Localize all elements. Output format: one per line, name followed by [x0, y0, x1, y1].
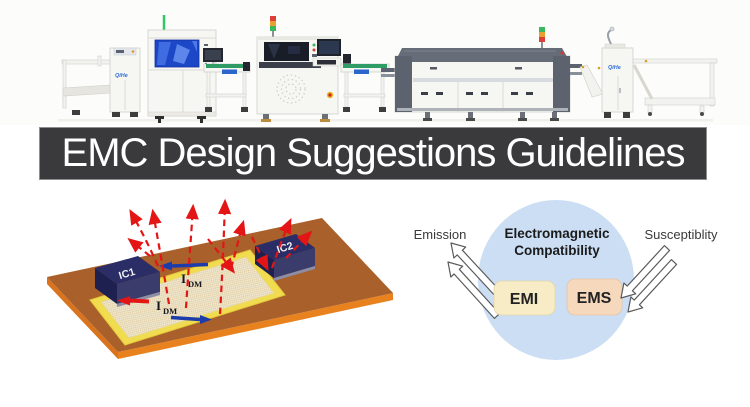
- diagrams-graphic: IC1 IC2: [47, 198, 718, 360]
- diagrams-band: IC1 IC2: [0, 182, 750, 407]
- machine-conveyor-station: conveyor station: [203, 48, 251, 112]
- idm-subscript: DM: [188, 279, 202, 289]
- floor-shadow: [58, 119, 713, 122]
- emc-title-line2: Compatibility: [514, 243, 600, 258]
- machine-board-unloader: board unloader QiHe: [579, 26, 718, 118]
- unloader-brand-logo: QiHe: [608, 65, 621, 71]
- susceptibility-label: Susceptiblity: [645, 227, 718, 242]
- tower-light-red: [539, 37, 545, 42]
- emission-label: Emission: [414, 227, 467, 242]
- conveyor-belt: [206, 64, 248, 68]
- machine-link-conveyor: link conveyor: [340, 54, 390, 112]
- tower-light-red: [270, 16, 276, 21]
- idm-subscript: DM: [163, 306, 177, 316]
- pnp-keyboard: [317, 60, 336, 65]
- idm-label-1: I DM: [181, 271, 202, 289]
- smt-line-graphic: board loader QiHe solder paste printer: [58, 15, 718, 123]
- tower-light-amber: [270, 21, 276, 26]
- machine-board-loader: board loader QiHe: [61, 47, 141, 117]
- machine-solder-paste-printer: solder paste printer: [147, 15, 217, 123]
- loop-area: [100, 256, 275, 339]
- emc-title-line1: Electromagnetic: [504, 226, 610, 241]
- smt-production-line-photo: board loader QiHe solder paste printer: [0, 0, 750, 125]
- title-banner: EMC Design Suggestions Guidelines: [39, 127, 707, 180]
- tower-light-green: [539, 27, 545, 32]
- idm-symbol: I: [181, 271, 186, 286]
- pcb-emission-diagram: IC1 IC2: [47, 198, 393, 359]
- susceptibility-arrows: [620, 244, 678, 313]
- ems-label: EMS: [577, 290, 612, 307]
- current-arrow-top: [159, 261, 209, 271]
- idm-symbol: I: [156, 298, 161, 313]
- emi-box: [493, 280, 556, 316]
- loader-brand-logo: QiHe: [115, 73, 128, 79]
- emc-concept-diagram: Electromagnetic Compatibility Emission S…: [414, 200, 718, 360]
- emi-label: EMI: [510, 291, 538, 308]
- emission-arrows: [447, 242, 504, 319]
- unloader-lever: [607, 29, 612, 45]
- pcb-board-edge-left: [47, 277, 118, 359]
- emission-field-arrows: [127, 198, 313, 315]
- emc-circle: [478, 200, 634, 360]
- oven-top-cap: [395, 48, 570, 62]
- machine-pick-and-place: pick and place machine: [256, 16, 342, 122]
- pcb-board-edge: [118, 293, 393, 359]
- idm-label-2: I DM: [156, 298, 177, 316]
- page-title: EMC Design Suggestions Guidelines: [61, 131, 686, 175]
- oven-body: [394, 55, 571, 113]
- tower-light-amber: [539, 32, 545, 37]
- conveyor-belt: [343, 64, 387, 68]
- tower-light-green: [270, 26, 276, 31]
- ic1-label: IC1: [117, 266, 136, 282]
- machine-reflow-oven: reflow oven: [381, 27, 582, 121]
- ic1-chip: IC1: [95, 256, 160, 307]
- current-arrow-bottom: [170, 315, 212, 324]
- ic1-return-arrow: [117, 296, 150, 306]
